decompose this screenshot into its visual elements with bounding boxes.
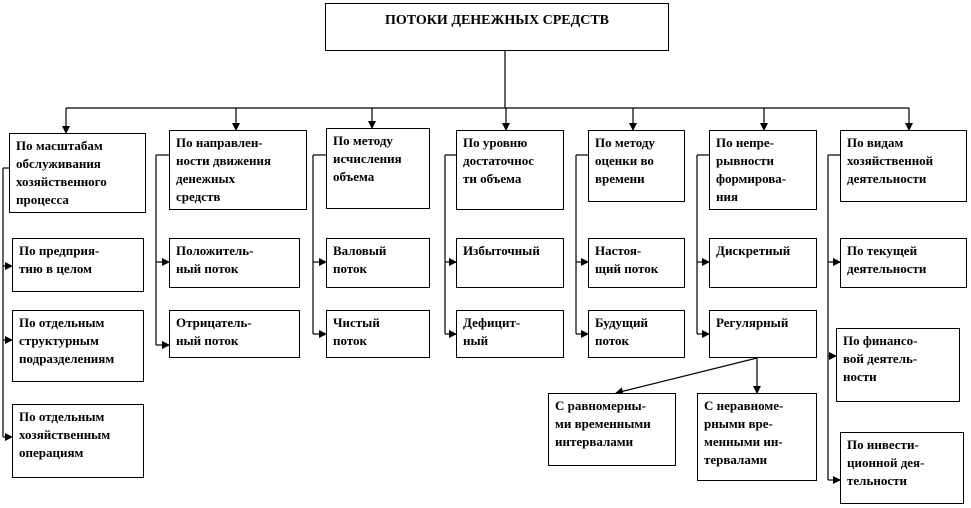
item-text: С равномерны- ми временными интервалами — [555, 398, 651, 449]
item-text: По финансо- вой деятель- ности — [843, 333, 918, 384]
item-text: Настоя- щий поток — [595, 243, 659, 276]
category-heading-text: По уровню достаточнос ти объема — [463, 135, 535, 186]
item-text: Дефицит- ный — [463, 315, 521, 348]
category-heading-continuity: По непре- рывности формирова- ния — [709, 130, 817, 210]
item-text: По отдельным структурным подразделениям — [19, 315, 115, 366]
item-negative-flow: Отрицатель- ный поток — [169, 310, 300, 358]
category-heading-activity-type: По видам хозяйственной деятельности — [840, 130, 967, 202]
item-present-flow: Настоя- щий поток — [588, 238, 685, 288]
item-regular: Регулярный — [709, 310, 817, 358]
category-heading-text: По методу оценки во времени — [595, 135, 655, 186]
diagram-title-text: ПОТОКИ ДЕНЕЖНЫХ СРЕДСТВ — [384, 13, 610, 28]
item-net-flow: Чистый поток — [326, 310, 430, 358]
item-gross-flow: Валовый поток — [326, 238, 430, 288]
item-investment-activity: По инвести- ционной дея- тельности — [840, 432, 964, 504]
item-positive-flow: Положитель- ный поток — [169, 238, 300, 288]
item-text: Отрицатель- ный поток — [176, 315, 252, 348]
item-text: Будущий поток — [595, 315, 648, 348]
category-heading-direction: По направлен- ности движения денежных ср… — [169, 130, 307, 210]
category-heading-text: По методу исчисления объема — [333, 133, 402, 184]
item-operating-activity: По текущей деятельности — [840, 238, 967, 288]
category-heading-sufficiency: По уровню достаточнос ти объема — [456, 130, 564, 210]
category-heading-text: По непре- рывности формирова- ния — [716, 135, 787, 204]
item-future-flow: Будущий поток — [588, 310, 685, 358]
item-text: С неравноме- рными вре- менными ин- терв… — [704, 398, 784, 467]
item-text: По инвести- ционной дея- тельности — [847, 437, 925, 488]
item-surplus: Избыточный — [456, 238, 564, 288]
item-text: Чистый поток — [333, 315, 380, 348]
category-heading-time-valuation: По методу оценки во времени — [588, 130, 685, 202]
item-discrete: Дискретный — [709, 238, 817, 288]
item-nonuniform-intervals: С неравноме- рными вре- менными ин- терв… — [697, 393, 817, 481]
item-business-operations: По отдельным хозяйственным операциям — [12, 404, 144, 478]
diagram-title: ПОТОКИ ДЕНЕЖНЫХ СРЕДСТВ — [325, 3, 669, 51]
category-heading-text: По видам хозяйственной деятельности — [847, 135, 934, 186]
item-text: По отдельным хозяйственным операциям — [19, 409, 111, 460]
category-heading-calculation: По методу исчисления объема — [326, 128, 430, 209]
item-text: По текущей деятельности — [847, 243, 927, 276]
item-financial-activity: По финансо- вой деятель- ности — [836, 328, 960, 402]
item-text: Регулярный — [716, 315, 789, 330]
category-heading-scale: По масштабам обслуживания хозяйственного… — [9, 133, 146, 213]
item-text: Дискретный — [716, 243, 791, 258]
item-enterprise-wide: По предприя- тию в целом — [12, 238, 144, 292]
category-heading-text: По направлен- ности движения денежных ср… — [176, 135, 272, 204]
item-text: Положитель- ный поток — [176, 243, 254, 276]
item-deficit: Дефицит- ный — [456, 310, 564, 358]
category-heading-text: По масштабам обслуживания хозяйственного… — [16, 138, 107, 207]
item-text: Валовый поток — [333, 243, 387, 276]
item-text: Избыточный — [463, 243, 540, 258]
item-structural-units: По отдельным структурным подразделениям — [12, 310, 144, 382]
item-uniform-intervals: С равномерны- ми временными интервалами — [548, 393, 676, 466]
item-text: По предприя- тию в целом — [19, 243, 100, 276]
